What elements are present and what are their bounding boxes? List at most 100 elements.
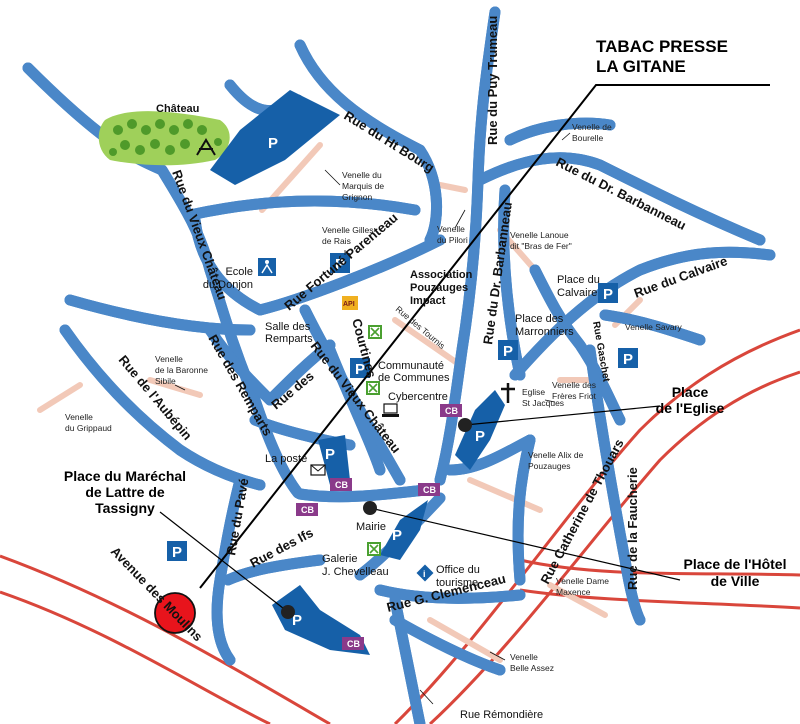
place-labels: Château Ecole du Donjon Association Pouz…	[156, 103, 600, 721]
svg-text:St Jacques: St Jacques	[522, 398, 564, 408]
svg-text:P: P	[292, 612, 302, 629]
svg-text:i: i	[423, 569, 426, 579]
svg-text:P: P	[503, 343, 513, 360]
svg-text:Marronniers: Marronniers	[515, 326, 574, 338]
svg-text:Ecole: Ecole	[225, 266, 253, 278]
street-network	[22, 6, 776, 724]
svg-text:Place du: Place du	[557, 274, 600, 286]
svg-text:Maxence: Maxence	[556, 587, 591, 597]
parking-poste	[318, 435, 350, 485]
parking-marronniers-tile	[498, 340, 518, 360]
pin-place-marechal	[281, 605, 295, 619]
svg-text:Mairie: Mairie	[356, 521, 386, 533]
svg-text:du Grippaud: du Grippaud	[65, 423, 112, 433]
svg-text:Pouzauges: Pouzauges	[410, 282, 468, 294]
svg-text:Calvaire: Calvaire	[557, 287, 597, 299]
svg-text:Bourelle: Bourelle	[572, 133, 603, 143]
label-chateau: Château	[156, 103, 199, 115]
svg-text:Frères Friot: Frères Friot	[552, 391, 597, 401]
leader-lines	[159, 84, 770, 613]
svg-text:Venelle: Venelle	[510, 652, 538, 662]
parking-gaschet-tile	[618, 348, 638, 368]
parking-letters: P P P P P P P P P P P	[172, 135, 633, 629]
svg-text:Sibile: Sibile	[155, 376, 176, 386]
callout-place-eglise: Place de l'Eglise	[656, 384, 725, 416]
svg-text:P: P	[335, 256, 345, 273]
shop-title-line1: TABAC PRESSE	[596, 37, 728, 56]
api-logo-icon: API	[342, 296, 358, 310]
svg-text:La poste: La poste	[265, 453, 307, 465]
svg-text:P: P	[623, 351, 633, 368]
svg-text:Tassigny: Tassigny	[95, 500, 155, 516]
svg-text:Office du: Office du	[436, 564, 480, 576]
svg-text:Marquis de: Marquis de	[342, 181, 384, 191]
mail-icon	[310, 464, 326, 476]
street-faucherie: Rue de la Faucherie	[625, 467, 640, 590]
school-icon	[258, 258, 276, 276]
svg-text:Cybercentre: Cybercentre	[388, 391, 448, 403]
venelle-labels: Venelle de Bourelle Venelle du Marquis d…	[65, 122, 682, 673]
svg-text:P: P	[475, 428, 485, 445]
parking-moulins-tile	[167, 541, 187, 561]
shop-location-marker	[154, 592, 196, 634]
svg-text:de Rais: de Rais	[322, 236, 351, 246]
svg-text:Venelle des: Venelle des	[552, 380, 596, 390]
parking-parenteau-tile	[330, 253, 350, 273]
callout-place-marechal: Place du Maréchal de Lattre de Tassigny	[64, 468, 186, 516]
svg-text:Venelle: Venelle	[65, 412, 93, 422]
picnic-icon	[196, 138, 216, 156]
svg-text:CB: CB	[335, 480, 348, 490]
svg-text:tourisme: tourisme	[436, 577, 478, 589]
svg-text:Venelle Gilles: Venelle Gilles	[322, 225, 374, 235]
mairie-icon	[367, 542, 381, 556]
svg-text:Venelle de: Venelle de	[572, 122, 612, 132]
svg-text:de l'Eglise: de l'Eglise	[656, 400, 725, 416]
location-pins	[281, 418, 472, 619]
svg-text:de Communes: de Communes	[378, 372, 450, 384]
svg-text:Eglise: Eglise	[522, 387, 545, 397]
svg-text:de Lattre de: de Lattre de	[85, 484, 165, 500]
svg-text:Impact: Impact	[410, 295, 446, 307]
shop-title-line2: LA GITANE	[596, 57, 686, 76]
svg-text:Venelle Alix de: Venelle Alix de	[528, 450, 584, 460]
svg-text:Venelle Lanoue: Venelle Lanoue	[510, 230, 569, 240]
pin-place-hotel-de-ville	[363, 501, 377, 515]
svg-text:P: P	[392, 527, 402, 544]
tourism-info-icon: i	[416, 564, 434, 582]
svg-text:J. Chevelleau: J. Chevelleau	[322, 566, 389, 578]
hall-icon	[368, 325, 382, 339]
svg-text:Grignon: Grignon	[342, 192, 373, 202]
svg-text:de Ville: de Ville	[711, 573, 760, 589]
pin-place-eglise	[458, 418, 472, 432]
svg-text:du Pilori: du Pilori	[437, 235, 468, 245]
svg-text:Venelle Savary: Venelle Savary	[625, 322, 682, 332]
svg-text:du Donjon: du Donjon	[203, 279, 253, 291]
svg-text:Remparts: Remparts	[265, 333, 313, 345]
parking-calvaire-tile	[598, 283, 618, 303]
chateau-trees	[98, 111, 230, 166]
svg-text:API: API	[343, 301, 355, 308]
cb-badges: CB CB CB CB CB	[296, 404, 462, 650]
svg-text:Place: Place	[672, 384, 709, 400]
communaute-icon	[366, 381, 380, 395]
svg-text:CB: CB	[301, 505, 314, 515]
parking-eglise	[455, 390, 505, 470]
parking-communaute-tile	[350, 358, 370, 378]
svg-text:CB: CB	[423, 485, 436, 495]
callout-place-hotel-de-ville: Place de l'Hôtel de Ville	[684, 556, 787, 589]
computer-icon	[382, 403, 399, 417]
svg-text:Venelle: Venelle	[437, 224, 465, 234]
street-puy-trumeau: Rue du Puy Trumeau	[485, 16, 500, 145]
svg-text:P: P	[268, 135, 278, 152]
svg-text:dit "Bras de Fer": dit "Bras de Fer"	[510, 241, 572, 251]
svg-text:P: P	[603, 286, 613, 303]
svg-text:Pouzauges: Pouzauges	[528, 461, 571, 471]
svg-text:CB: CB	[347, 639, 360, 649]
svg-text:Galerie: Galerie	[322, 553, 357, 565]
svg-text:Communauté: Communauté	[378, 360, 444, 372]
svg-text:P: P	[355, 361, 365, 378]
svg-text:de la Baronne: de la Baronne	[155, 365, 208, 375]
parking-mairie	[380, 500, 428, 560]
svg-text:Venelle: Venelle	[155, 354, 183, 364]
